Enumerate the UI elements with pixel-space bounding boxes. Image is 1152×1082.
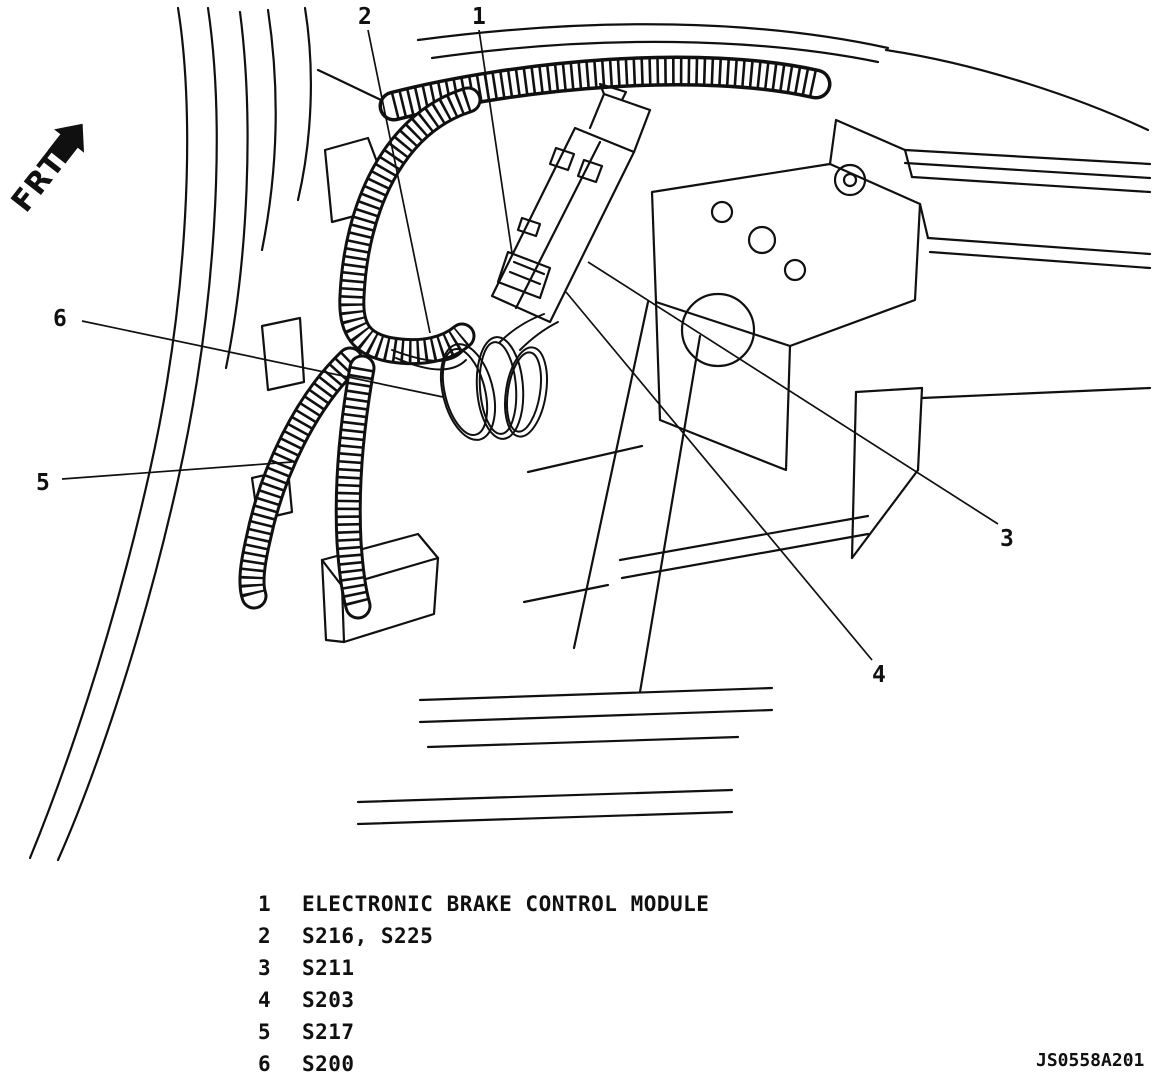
legend-item: 6 S200 bbox=[258, 1052, 709, 1082]
harness-tube-arc bbox=[352, 100, 468, 352]
callout-number-6: 6 bbox=[53, 306, 67, 332]
callout-leader-lines bbox=[61, 29, 999, 661]
legend-item: 4 S203 bbox=[258, 988, 709, 1020]
legend-item-number: 6 bbox=[258, 1052, 271, 1076]
floor-bracket bbox=[320, 532, 440, 644]
wire-loops bbox=[391, 313, 559, 441]
legend-item: 3 S211 bbox=[258, 956, 709, 988]
callout-number-1: 1 bbox=[472, 4, 486, 30]
floor-pan-lines bbox=[356, 300, 870, 826]
callout-number-3: 3 bbox=[1000, 526, 1014, 552]
callout-number-4: 4 bbox=[872, 662, 886, 688]
legend-item-number: 3 bbox=[258, 956, 271, 980]
figure-code: JS0558A201 bbox=[1036, 1050, 1145, 1071]
cowl-panel-lines bbox=[416, 23, 1152, 270]
legend-item-label: S217 bbox=[302, 1020, 355, 1044]
legend-item: 1 ELECTRONIC BRAKE CONTROL MODULE bbox=[258, 892, 709, 924]
legend-item-label: S211 bbox=[302, 956, 355, 980]
legend-item-number: 1 bbox=[258, 892, 271, 916]
legend-item-number: 4 bbox=[258, 988, 271, 1012]
callout-number-5: 5 bbox=[36, 470, 50, 496]
bpmv-assembly bbox=[650, 118, 1152, 560]
legend-item-label: S200 bbox=[302, 1052, 355, 1076]
legend: 1 ELECTRONIC BRAKE CONTROL MODULE 2 S216… bbox=[258, 892, 709, 1082]
legend-item-label: ELECTRONIC BRAKE CONTROL MODULE bbox=[302, 892, 710, 916]
frt-direction-indicator: FRT bbox=[5, 123, 85, 219]
harness-tube-left bbox=[252, 360, 350, 596]
legend-item-label: S216, S225 bbox=[302, 924, 434, 948]
harness-tube-vertical bbox=[348, 368, 362, 606]
legend-item-number: 2 bbox=[258, 924, 271, 948]
ebcm-module bbox=[490, 82, 652, 324]
legend-item: 2 S216, S225 bbox=[258, 924, 709, 956]
legend-item-label: S203 bbox=[302, 988, 355, 1012]
legend-item-number: 5 bbox=[258, 1020, 271, 1044]
callout-number-2: 2 bbox=[358, 4, 372, 30]
a-pillar-lines bbox=[28, 6, 396, 862]
legend-item: 5 S217 bbox=[258, 1020, 709, 1052]
frt-arrow-icon bbox=[48, 123, 85, 164]
